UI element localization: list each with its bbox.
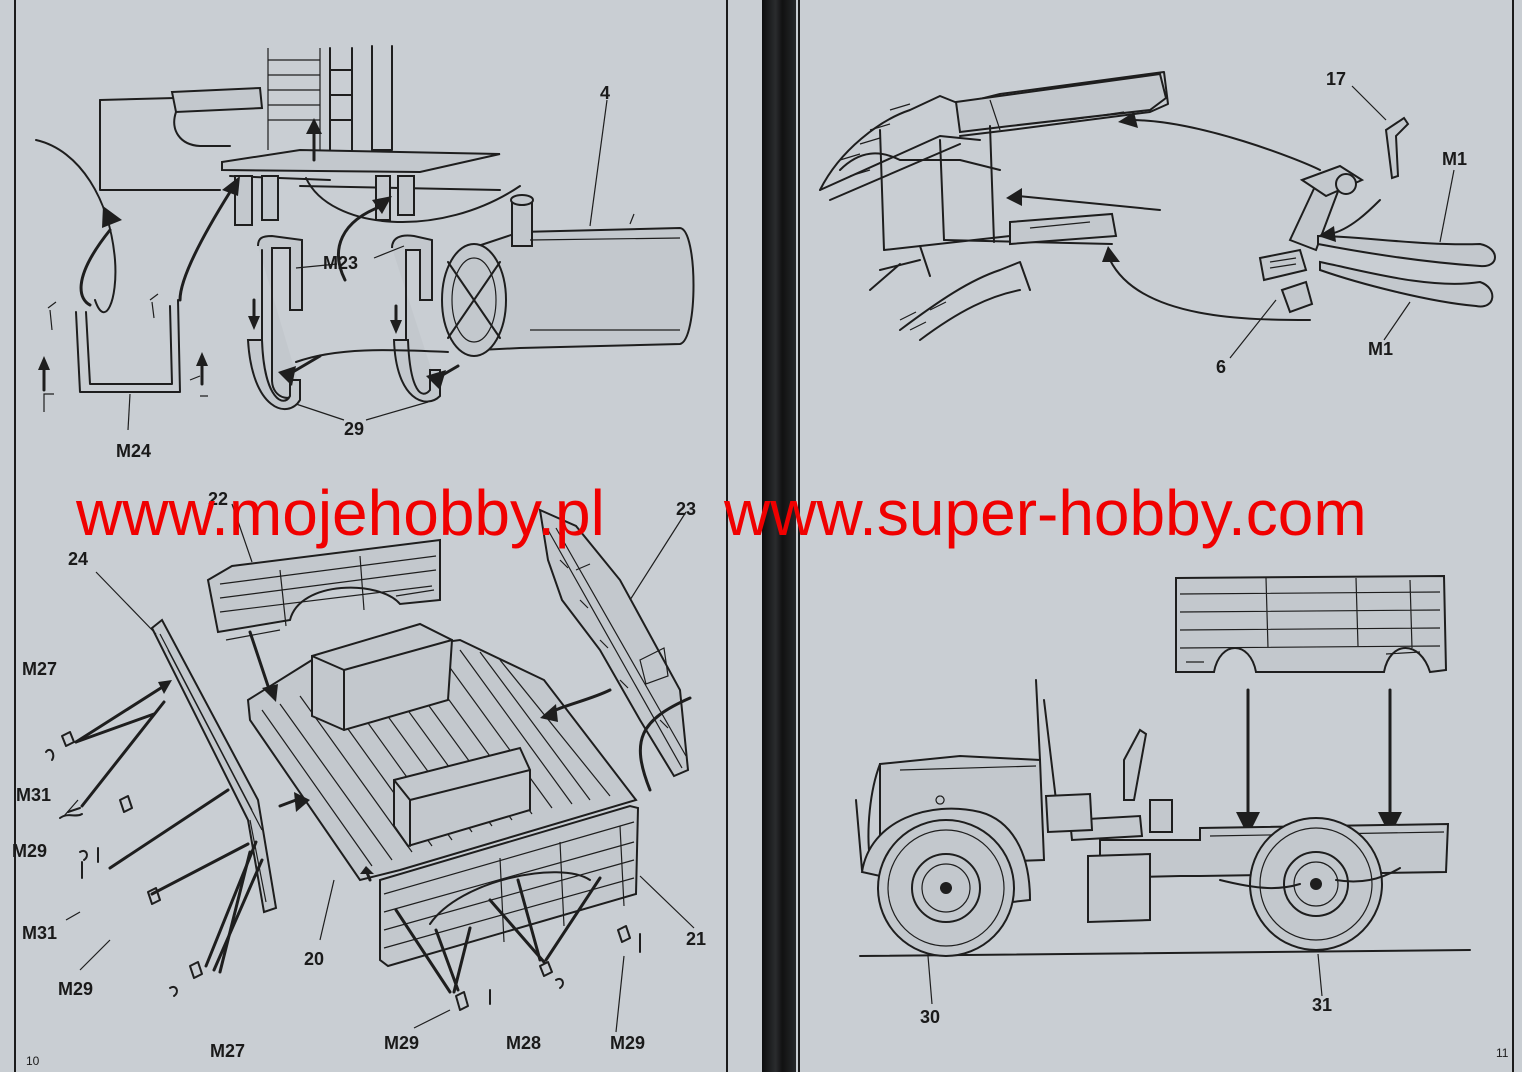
part-label-29: 29	[344, 419, 365, 439]
part-label-m24: M24	[116, 441, 152, 461]
part-label-m29: M29	[12, 841, 48, 861]
part-label-20: 20	[304, 949, 325, 969]
right-page-frame	[798, 0, 1514, 1072]
part-label-6: 6	[1216, 357, 1227, 377]
part-label-23: 23	[676, 499, 697, 519]
part-label-m1: M1	[1368, 339, 1394, 359]
part-label-m29: M29	[58, 979, 94, 999]
truck-side-view-drawing	[855, 574, 1471, 1005]
controls-drawing	[819, 71, 1496, 359]
cargo-bed-drawing	[45, 503, 695, 1033]
page-number-left: 10	[26, 1054, 40, 1068]
part-label-30: 30	[920, 1007, 941, 1027]
watermark-text-left: www.mojehobby.pl	[76, 477, 605, 549]
left-page-frame	[14, 0, 728, 1072]
part-label-m29: M29	[384, 1033, 420, 1053]
watermark-text-right: www.super-hobby.com	[724, 477, 1367, 549]
watermark: www.mojehobby.pl www.super-hobby.com	[76, 478, 1486, 548]
page-number-right: 11	[1496, 1046, 1509, 1060]
part-label-m1: M1	[1442, 149, 1468, 169]
part-label-4: 4	[600, 83, 611, 103]
part-label-m28: M28	[506, 1033, 542, 1053]
book-spine	[762, 0, 796, 1072]
part-label-m29: M29	[610, 1033, 646, 1053]
part-label-m27: M27	[22, 659, 58, 679]
part-label-m23: M23	[323, 253, 359, 273]
part-label-31: 31	[1312, 995, 1333, 1015]
part-label-m31: M31	[22, 923, 58, 943]
part-label-22: 22	[208, 489, 229, 509]
part-label-m31: M31	[16, 785, 52, 805]
part-label-24: 24	[68, 549, 89, 569]
part-label-17: 17	[1326, 69, 1347, 89]
part-label-21: 21	[686, 929, 707, 949]
fuel-tank-drawing	[35, 45, 695, 431]
part-label-m27: M27	[210, 1041, 246, 1061]
